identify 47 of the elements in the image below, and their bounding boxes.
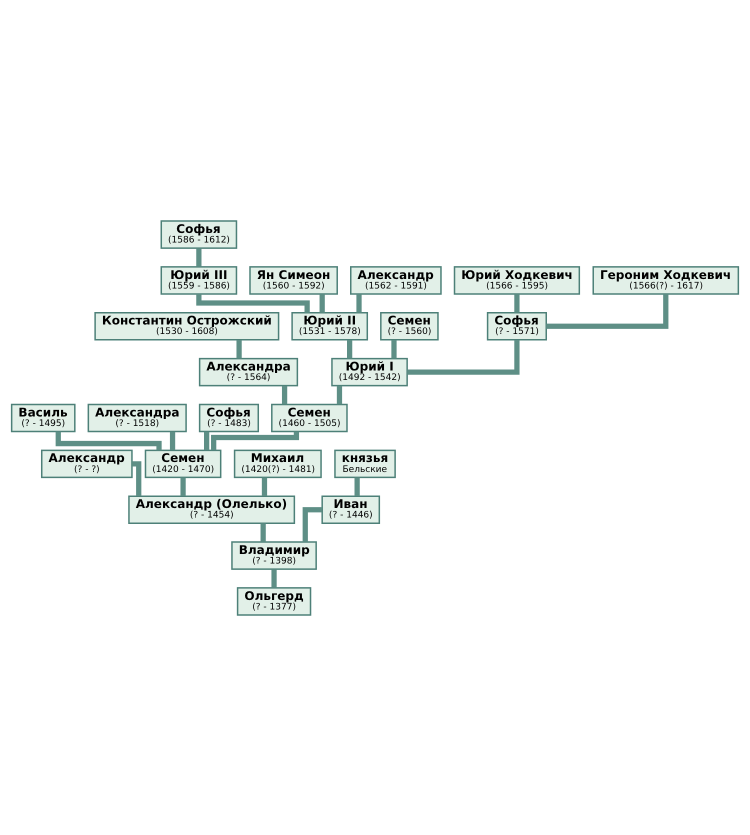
node-box: Юрий II (1531 - 1578) <box>291 311 368 340</box>
connector <box>180 477 186 496</box>
node-box: Семен (1420 - 1470) <box>144 449 222 478</box>
connector <box>302 506 322 542</box>
node-box: Юрий III (1559 - 1586) <box>160 266 238 294</box>
connector <box>271 568 277 588</box>
connector <box>211 431 300 450</box>
node-box: Василь (? - 1495) <box>10 403 76 432</box>
node-box: Семен (1460 - 1505) <box>271 403 348 432</box>
connector <box>320 294 325 312</box>
connector <box>56 431 162 450</box>
node-box: Софья (? - 1483) <box>198 403 260 432</box>
connector <box>204 431 210 450</box>
node-box: Ян Симеон (1560 - 1592) <box>249 266 338 294</box>
node-box: Ольгерд (? - 1377) <box>236 586 312 616</box>
connector <box>546 294 668 328</box>
node-box: Александра (? - 1564) <box>198 357 298 386</box>
connector <box>282 385 288 404</box>
connector <box>260 522 266 542</box>
connector <box>347 340 352 358</box>
node-box: Юрий I (1492 - 1542) <box>331 357 408 386</box>
connector <box>236 340 242 358</box>
connector <box>170 431 176 450</box>
node-box: Иван (? - 1446) <box>321 494 380 524</box>
node-box: Александра (? - 1518) <box>88 403 187 432</box>
node-box: Александр (1562 - 1591) <box>350 266 442 294</box>
connector <box>196 294 310 312</box>
connector <box>262 477 268 496</box>
node-box: князья Бельские <box>334 449 396 478</box>
node-box: Юрий Ходкевич (1566 - 1595) <box>454 266 580 294</box>
node-box: Владимир (? - 1398) <box>231 540 317 570</box>
connector <box>391 340 397 358</box>
connector <box>354 477 360 496</box>
connector <box>407 340 520 374</box>
node-box: Константин Острожский (1530 - 1608) <box>94 311 280 340</box>
connector <box>132 460 142 496</box>
connector <box>514 294 520 312</box>
connector <box>196 248 202 266</box>
connector <box>336 385 342 404</box>
node-box: Александр (? - ?) <box>40 449 133 478</box>
node-box: Софья (? - 1571) <box>486 311 547 340</box>
node-box: Михаил (1420(?) - 1481) <box>234 449 322 478</box>
connector <box>356 294 362 312</box>
node-box: Семен (? - 1560) <box>380 311 439 340</box>
node-box: Софья (1586 - 1612) <box>160 220 238 248</box>
node-box: Александр (Олелько) (? - 1454) <box>128 494 296 524</box>
node-box: Героним Ходкевич (1566(?) - 1617) <box>592 266 740 294</box>
